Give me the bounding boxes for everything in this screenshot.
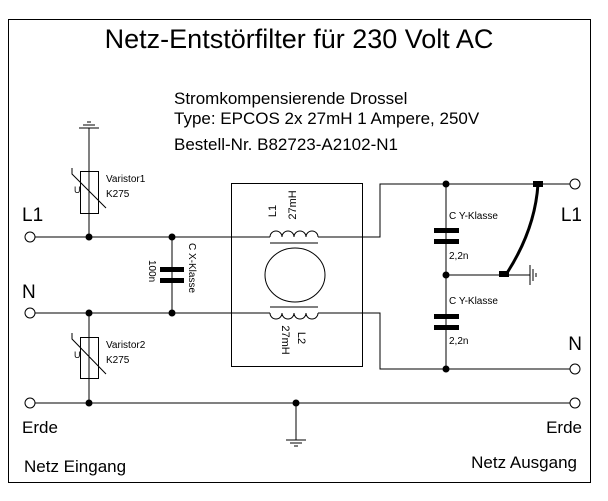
varistor1-name: Varistor1 xyxy=(106,174,146,185)
title: Netz-Entstörfilter für 230 Volt AC xyxy=(105,24,494,54)
capacitor-cx: 100n C X-Klasse xyxy=(146,243,197,293)
input-caption: Netz Eingang xyxy=(24,457,126,476)
cx-class: C X-Klasse xyxy=(186,243,197,293)
output-l1-label: L1 xyxy=(561,205,582,226)
varistor2-name: Varistor2 xyxy=(106,340,146,351)
cy1-class: C Y-Klasse xyxy=(449,211,498,222)
junctions xyxy=(85,180,450,407)
varistor1-symbol: U xyxy=(74,185,81,195)
ground-icon xyxy=(529,265,537,285)
input-erde-label: Erde xyxy=(22,418,58,437)
varistor2-symbol: U xyxy=(74,350,81,360)
output-terminals: L1 N Erde Netz Ausgang xyxy=(471,178,582,472)
input-terminals: L1 N Erde Netz Eingang xyxy=(22,205,126,476)
output-n-label: N xyxy=(568,334,582,355)
choke: L1 27mH L2 27mH xyxy=(231,183,363,367)
choke-l2-name: L2 xyxy=(295,332,307,344)
varistor1: U Varistor1 K275 xyxy=(71,168,146,214)
choke-l2-value: 27mH xyxy=(279,325,291,354)
cx-value: 100n xyxy=(146,260,157,282)
cy2-class: C Y-Klasse xyxy=(449,296,498,307)
info-line3: Bestell-Nr. B82723-A2102-N1 xyxy=(174,135,398,154)
choke-l1-value: 27mH xyxy=(287,190,299,219)
cy1-value: 2,2n xyxy=(449,251,468,262)
input-n-label: N xyxy=(22,282,36,303)
capacitor-cy2: C Y-Klasse 2,2n xyxy=(434,296,498,347)
ground-icon xyxy=(79,121,99,129)
output-caption: Netz Ausgang xyxy=(471,453,577,472)
cy2-value: 2,2n xyxy=(449,336,468,347)
wires xyxy=(35,128,570,440)
input-l1-label: L1 xyxy=(22,205,43,226)
jumper-end xyxy=(533,181,543,187)
jumper-wire xyxy=(505,183,540,274)
choke-l1-name: L1 xyxy=(267,205,279,217)
info-line1: Stromkompensierende Drossel xyxy=(174,89,407,108)
varistor1-type: K275 xyxy=(106,189,130,200)
capacitor-cy1: C Y-Klasse 2,2n xyxy=(434,211,498,262)
info-line2: Type: EPCOS 2x 27mH 1 Ampere, 250V xyxy=(174,109,480,128)
varistor2: U Varistor2 K275 xyxy=(71,333,146,379)
output-erde-label: Erde xyxy=(546,418,582,437)
jumper-end xyxy=(499,271,509,277)
ground-icon xyxy=(286,439,306,447)
frame xyxy=(8,19,591,483)
varistor2-type: K275 xyxy=(106,355,130,366)
